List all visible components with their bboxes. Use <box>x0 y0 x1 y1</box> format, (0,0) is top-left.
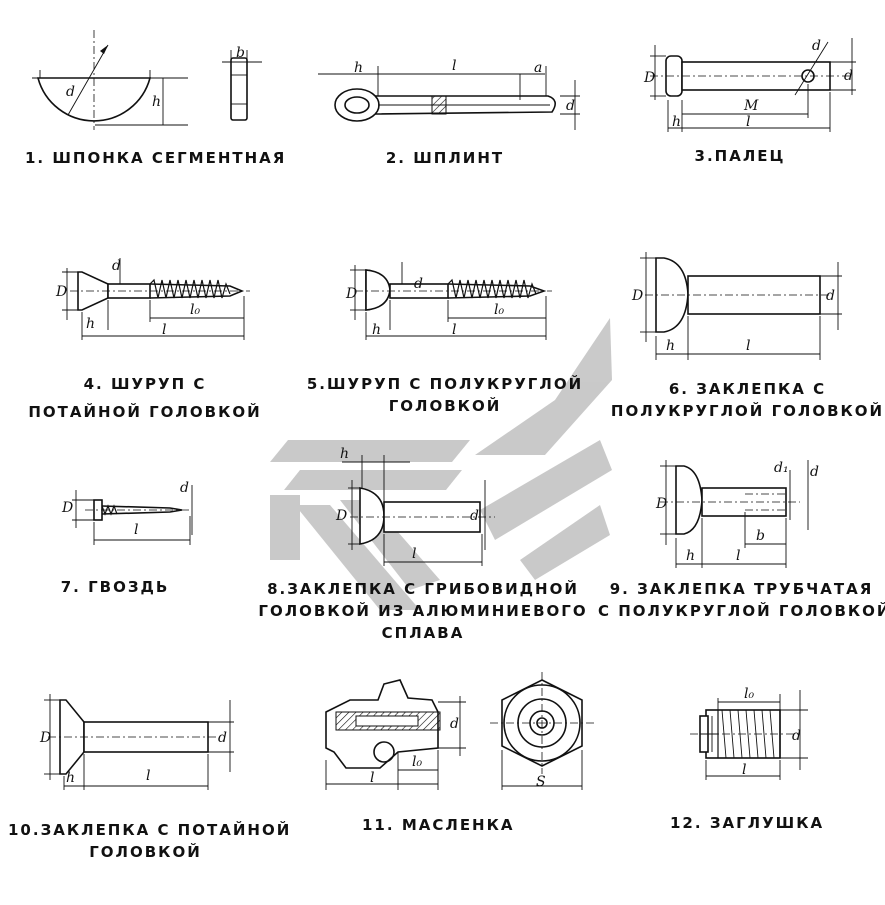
caption-mushroom-rivet: 8.ЗАКЛЕПКА С ГРИБОВИДНОЙ ГОЛОВКОЙ ИЗ АЛЮ… <box>258 580 588 642</box>
dim-d-7: d <box>180 480 189 496</box>
nail-drawing <box>72 485 193 545</box>
caption-plug: 12. ЗАГЛУШКА <box>670 814 825 832</box>
caption-countersunk-rivet: 10.ЗАКЛЕПКА С ПОТАЙНОЙ ГОЛОВКОЙ <box>8 821 292 861</box>
dim-D-9: D <box>655 496 667 512</box>
round-head-rivet-drawing <box>640 252 842 360</box>
dim-d-5: d <box>414 276 423 292</box>
dim-S-11: S <box>536 774 546 790</box>
dim-h-1: h <box>152 94 161 110</box>
caption-round-head-rivet: 6. ЗАКЛЕПКА С ПОЛУКРУГЛОЙ ГОЛОВКОЙ <box>610 380 885 420</box>
dim-d-2: d <box>566 98 575 114</box>
dim-b-9: b <box>756 528 765 544</box>
dim-h-9: h <box>686 548 695 564</box>
pin-drawing <box>650 38 856 132</box>
dim-l-9: l <box>736 548 740 564</box>
dim-l-11: l <box>370 770 374 786</box>
caption-tubular-rivet: 9. ЗАКЛЕПКА ТРУБЧАТАЯ С ПОЛУКРУГЛОЙ ГОЛО… <box>598 580 885 620</box>
dim-a-2: a <box>534 60 542 76</box>
plug-drawing <box>690 690 808 780</box>
dim-d-3a: d <box>812 38 821 54</box>
dim-d-9: d <box>810 464 819 480</box>
round-head-screw-drawing <box>350 262 552 340</box>
dim-d-8: d <box>470 508 479 524</box>
dim-D-5: D <box>345 286 357 302</box>
mushroom-rivet-drawing <box>342 455 495 566</box>
cotter-pin-drawing <box>318 66 580 130</box>
dim-l0-11: l₀ <box>412 754 422 770</box>
dim-d-6: d <box>826 288 835 304</box>
dimension-labels: d h b h l a d D h M l d d D h d l₀ l D h… <box>39 38 853 790</box>
dim-h-6: h <box>666 338 675 354</box>
dim-D-10: D <box>39 730 51 746</box>
caption-cotter-pin: 2. ШПЛИНТ <box>385 149 505 167</box>
dim-h-10: h <box>66 770 75 786</box>
dim-h-8: h <box>340 446 349 462</box>
dim-l0-12: l₀ <box>744 686 754 702</box>
dim-l-4: l <box>162 322 166 338</box>
countersunk-rivet-drawing <box>44 694 234 790</box>
dim-d-12: d <box>792 728 801 744</box>
dim-h-3: h <box>672 114 681 130</box>
tubular-rivet-drawing <box>660 460 809 568</box>
dim-l-2: l <box>452 58 456 74</box>
dim-h-2: h <box>354 60 363 76</box>
dim-d-3b: d <box>844 68 853 84</box>
caption-nail: 7. ГВОЗДЬ <box>60 578 170 596</box>
dim-b-1: b <box>236 45 245 61</box>
caption-pin: 3.ПАЛЕЦ <box>694 147 786 165</box>
dim-d1-9: d₁ <box>774 460 789 476</box>
dim-h-4: h <box>86 316 95 332</box>
countersunk-screw-drawing <box>62 258 250 340</box>
dim-D-4: D <box>55 284 67 300</box>
dim-l-5: l <box>452 322 456 338</box>
caption-round-head-screw: 5.ШУРУП С ПОЛУКРУГЛОЙ ГОЛОВКОЙ <box>306 375 584 415</box>
dim-d-1: d <box>66 84 75 100</box>
dim-M-3: M <box>743 98 759 114</box>
dim-l0-4: l₀ <box>190 302 200 318</box>
segment-key-drawing <box>32 30 262 130</box>
caption-segment-key: 1. ШПОНКА СЕГМЕНТНАЯ <box>25 149 287 167</box>
caption-countersunk-screw: 4. ШУРУП С ПОТАЙНОЙ ГОЛОВКОЙ <box>28 375 262 421</box>
dim-l-6: l <box>746 338 750 354</box>
dim-l-10: l <box>146 768 150 784</box>
caption-oiler: 11. МАСЛЕНКА <box>362 816 515 834</box>
oiler-drawing <box>325 672 594 790</box>
dim-d-4: d <box>112 258 121 274</box>
dim-l-7: l <box>134 522 138 538</box>
dim-d-11: d <box>450 716 459 732</box>
dim-h-5: h <box>372 322 381 338</box>
dim-D-8: D <box>335 508 347 524</box>
dim-l-12: l <box>742 762 746 778</box>
dim-d-10: d <box>218 730 227 746</box>
dim-D-7: D <box>61 500 73 516</box>
dim-D-6: D <box>631 288 643 304</box>
dim-D-3: D <box>643 70 655 86</box>
dim-l0-5: l₀ <box>494 302 504 318</box>
dim-l-8: l <box>412 546 416 562</box>
dim-l-3: l <box>746 114 750 130</box>
